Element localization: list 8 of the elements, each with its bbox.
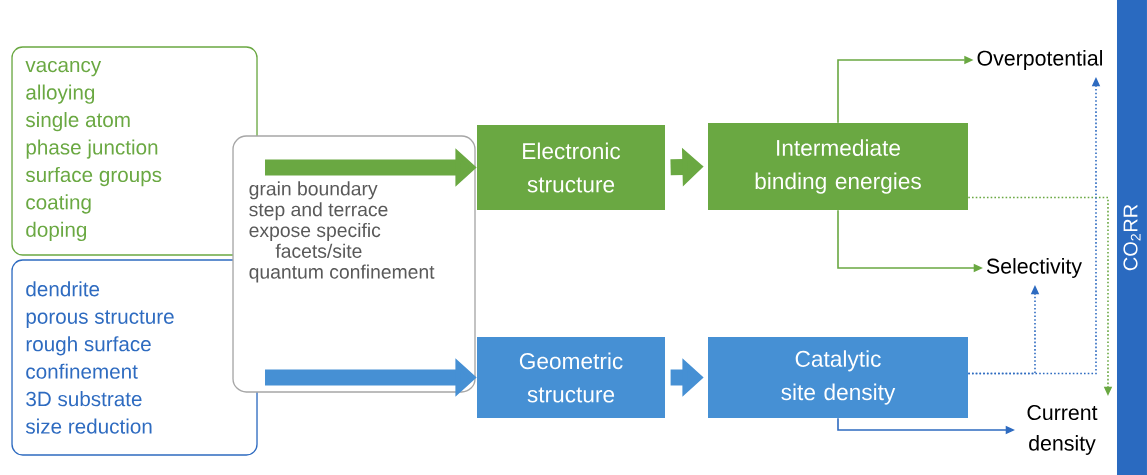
process-box: Catalytic site density xyxy=(708,337,968,418)
side-band: CO$_{2}$RR xyxy=(1117,0,1147,475)
process-box: Intermediate binding energies xyxy=(708,123,968,210)
outcome-label: Overpotential xyxy=(977,50,1102,70)
process-box: Electronic structure xyxy=(477,125,665,210)
process-box: Geometric structure xyxy=(477,337,665,418)
outcome-label: Current density xyxy=(1027,405,1098,455)
outcome-label: Selectivity xyxy=(986,258,1082,278)
